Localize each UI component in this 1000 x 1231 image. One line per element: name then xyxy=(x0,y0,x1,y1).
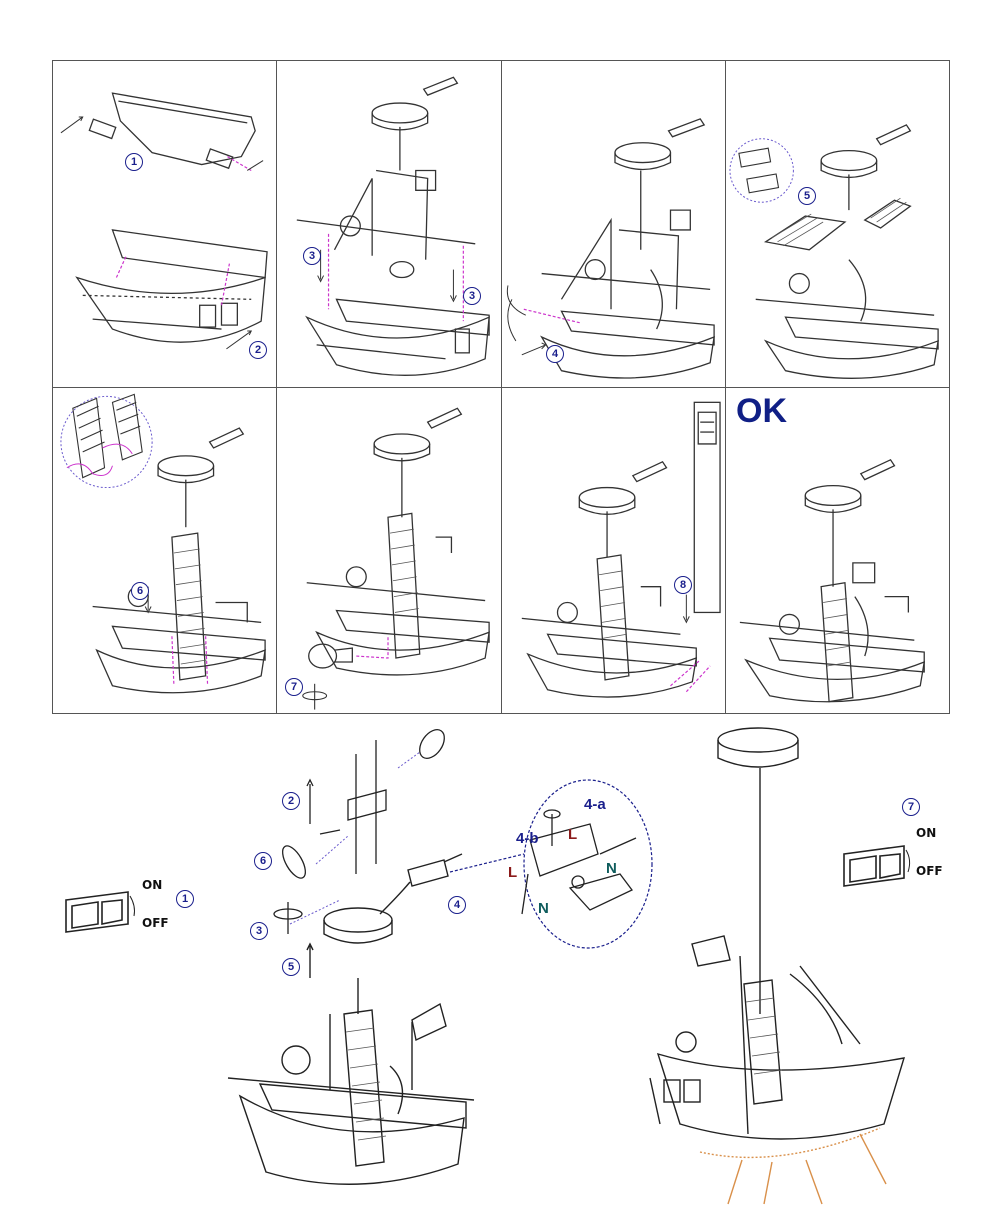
sticker-illustration xyxy=(521,401,721,698)
hull-bracket-illustration xyxy=(60,92,268,350)
light-glow xyxy=(699,1127,887,1205)
switch-off-label-left: OFF xyxy=(142,916,169,930)
step-badge-wiring-5: 5 xyxy=(282,958,300,976)
panel-step-3: 3 3 xyxy=(276,60,502,388)
ladder-assembly-illustration xyxy=(60,393,266,694)
panel-ok: OK xyxy=(725,387,950,714)
mast-assembly-illustration xyxy=(296,76,490,376)
deck-plates-illustration xyxy=(729,124,939,379)
step-badge-7: 7 xyxy=(285,678,303,696)
step-badge-3-right: 3 xyxy=(463,287,481,305)
step-badge-wiring-3: 3 xyxy=(250,922,268,940)
bulb-install-illustration xyxy=(302,407,490,710)
ship-lamp-assembled-left xyxy=(227,978,475,1185)
wire-label-neutral-right: N xyxy=(606,860,617,877)
panel-step-4: 4 xyxy=(501,60,726,388)
ship-lamp-hanging-right xyxy=(649,727,906,1140)
switch-off-icon xyxy=(65,891,129,933)
step-badge-6: 6 xyxy=(131,582,149,600)
step-badge-1: 1 xyxy=(125,153,143,171)
electrical-installation-section: ON OFF 1 ON OFF 7 2 6 3 5 4 4-a 4-b L L … xyxy=(0,714,1000,1231)
panel-step-8: 8 xyxy=(501,387,726,714)
step-badge-4: 4 xyxy=(546,345,564,363)
switch-off-label-right: OFF xyxy=(916,864,943,878)
sail-assembly-illustration xyxy=(506,118,715,379)
panel-step-7: 7 xyxy=(276,387,502,714)
wire-label-4a: 4-a xyxy=(584,796,606,813)
panel-step-1: 1 2 xyxy=(52,60,277,388)
step-badge-5: 5 xyxy=(798,187,816,205)
wire-label-neutral-left: N xyxy=(538,900,549,917)
finished-ship-illustration xyxy=(739,458,926,703)
assembly-steps-grid: 1 2 xyxy=(52,60,950,714)
step-badge-wiring-4: 4 xyxy=(448,896,466,914)
wiring-illustration xyxy=(65,727,911,1205)
step-badge-wiring-2: 2 xyxy=(282,792,300,810)
step-badge-wiring-6: 6 xyxy=(254,852,272,870)
step-badge-3-left: 3 xyxy=(303,247,321,265)
wire-label-live-left: L xyxy=(508,864,518,881)
wire-label-4b: 4-b xyxy=(516,830,539,847)
step-badge-2: 2 xyxy=(249,341,267,359)
panel-step-6: 6 xyxy=(52,387,277,714)
ok-label: OK xyxy=(736,392,787,430)
step-badge-switch-1: 1 xyxy=(176,890,194,908)
step-badge-switch-7: 7 xyxy=(902,798,920,816)
switch-on-icon xyxy=(843,845,905,887)
switch-on-label-left: ON xyxy=(142,878,163,892)
panel-step-5: 5 xyxy=(725,60,950,388)
step-badge-8: 8 xyxy=(674,576,692,594)
switch-on-label-right: ON xyxy=(916,826,937,840)
wire-label-live-top: L xyxy=(568,826,578,843)
